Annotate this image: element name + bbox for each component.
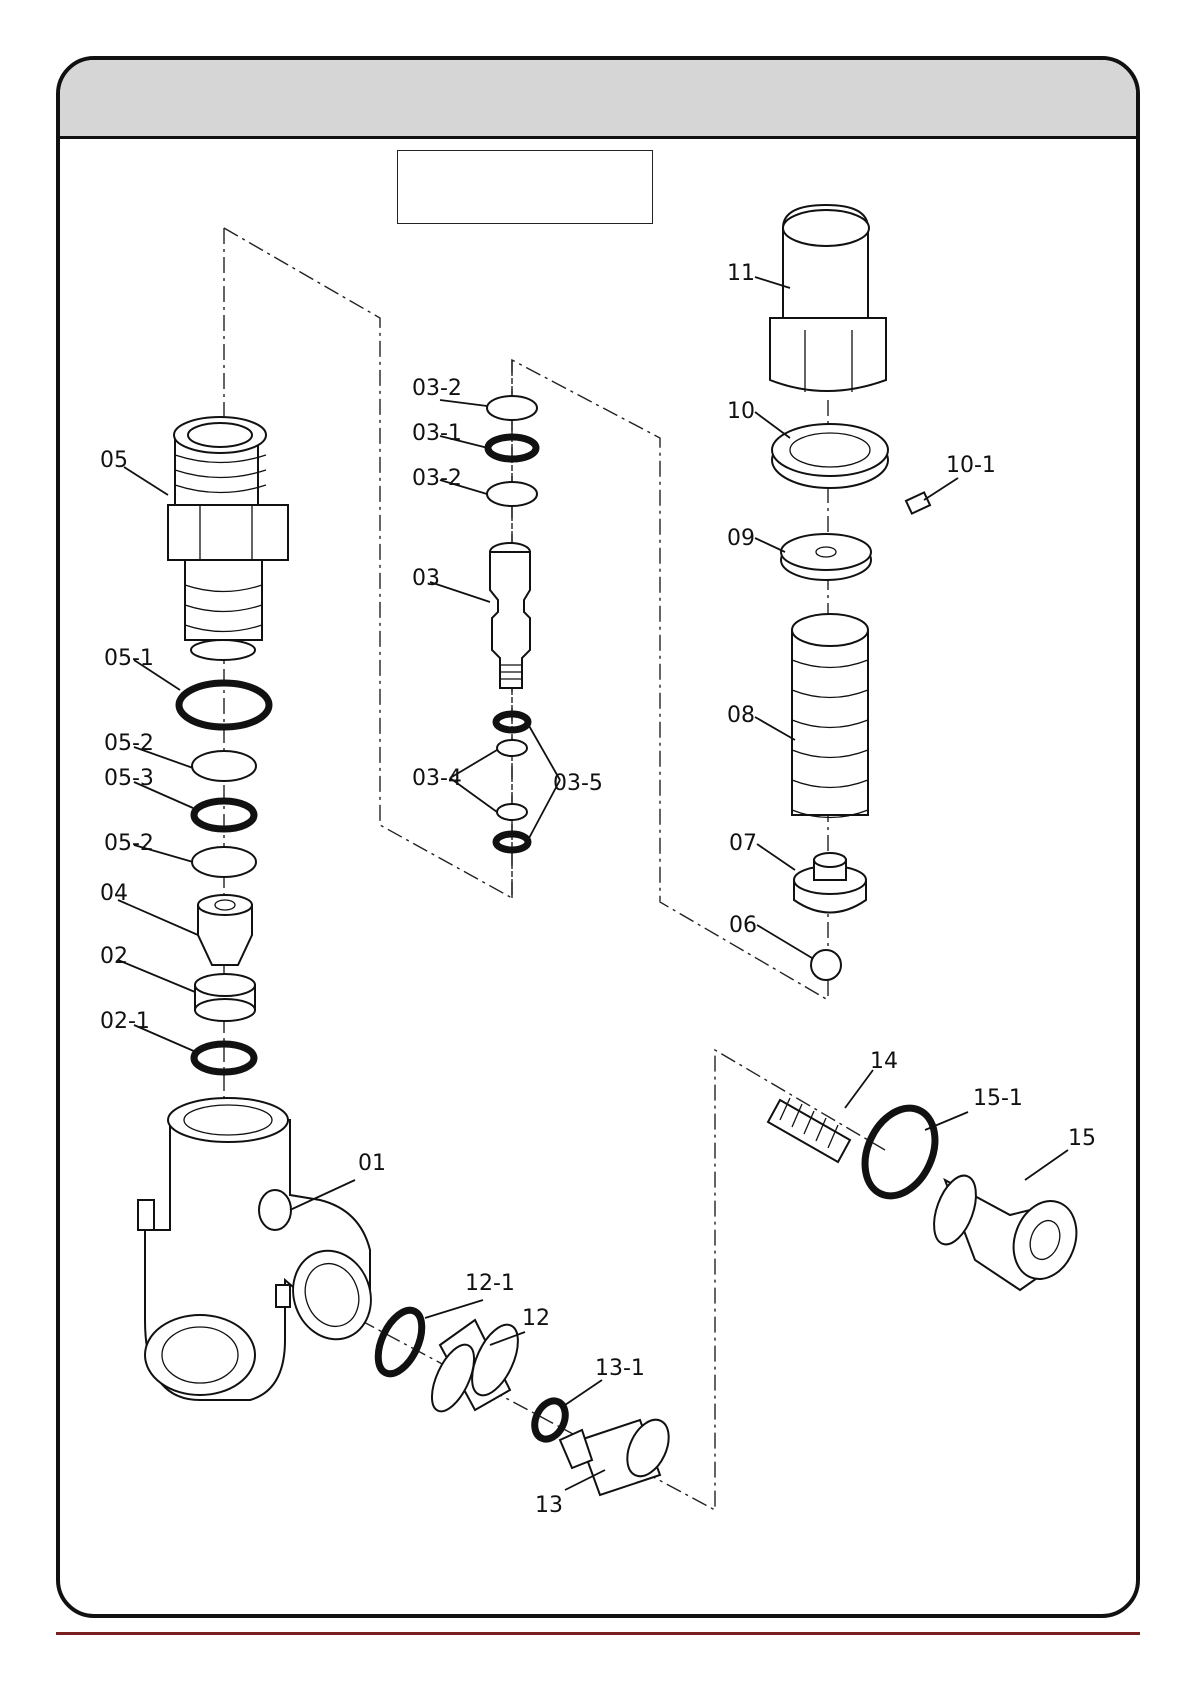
label-05-2-upper: 05-2 — [104, 731, 154, 756]
label-01: 01 — [358, 1151, 386, 1176]
label-15-1: 15-1 — [973, 1086, 1023, 1111]
part-03-2-ring-upper — [487, 396, 537, 420]
label-11: 11 — [727, 261, 755, 286]
label-03-1: 03-1 — [412, 421, 462, 446]
label-03-2-upper: 03-2 — [412, 376, 462, 401]
part-10-lock-nut — [772, 424, 888, 488]
label-12: 12 — [522, 1306, 550, 1331]
label-10-1: 10-1 — [946, 453, 996, 478]
part-07-piston — [794, 853, 866, 913]
part-03-4-ring-lower — [497, 804, 527, 820]
label-05-2-lower: 05-2 — [104, 831, 154, 856]
part-03-4-ring-upper — [497, 740, 527, 756]
part-05-2-ring-lower — [192, 847, 256, 877]
label-09: 09 — [727, 526, 755, 551]
part-15-1-oring — [852, 1097, 949, 1207]
part-05-fitting — [168, 417, 288, 660]
label-03: 03 — [412, 566, 440, 591]
label-02-1: 02-1 — [100, 1009, 150, 1034]
part-03-2-ring-lower — [487, 482, 537, 506]
part-11-cap — [770, 205, 886, 392]
label-06: 06 — [729, 913, 757, 938]
label-12-1: 12-1 — [465, 1271, 515, 1296]
label-03-5: 03-5 — [553, 771, 603, 796]
part-03-cartridge — [490, 543, 530, 688]
part-08-spring — [792, 614, 868, 818]
part-02-seat — [195, 974, 255, 1021]
label-02: 02 — [100, 944, 128, 969]
part-10-1-set-screw — [906, 492, 930, 513]
label-14: 14 — [870, 1049, 898, 1074]
part-06-ball — [811, 950, 841, 980]
part-12-1-oring — [369, 1304, 430, 1381]
part-04-seat — [198, 895, 252, 965]
label-03-4: 03-4 — [412, 766, 462, 791]
part-15-fitting — [926, 1170, 1087, 1290]
label-03-2-lower: 03-2 — [412, 466, 462, 491]
part-12-plug — [423, 1318, 527, 1417]
label-13: 13 — [535, 1493, 563, 1518]
label-15: 15 — [1068, 1126, 1096, 1151]
part-05-2-ring-upper — [192, 751, 256, 781]
label-08: 08 — [727, 703, 755, 728]
part-01-body — [138, 1098, 383, 1400]
label-10: 10 — [727, 399, 755, 424]
label-04: 04 — [100, 881, 128, 906]
label-13-1: 13-1 — [595, 1356, 645, 1381]
part-14-spring — [768, 1098, 850, 1162]
label-05: 05 — [100, 448, 128, 473]
label-07: 07 — [729, 831, 757, 856]
label-05-3: 05-3 — [104, 766, 154, 791]
part-09-washer — [781, 534, 871, 580]
label-05-1: 05-1 — [104, 646, 154, 671]
